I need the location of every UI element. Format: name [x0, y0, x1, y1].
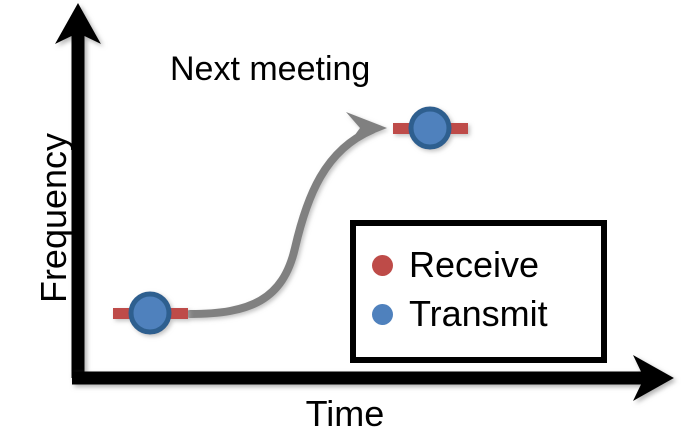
x-axis-label: Time: [305, 393, 385, 434]
transmit-dot: [408, 106, 452, 150]
legend-transmit-dot-icon: [372, 303, 393, 325]
transmit-dot: [128, 291, 172, 335]
data-marker-slot-1: [113, 291, 188, 335]
legend-item-receive: Receive: [372, 243, 539, 287]
legend-receive-label: Receive: [409, 244, 540, 285]
legend: Receive Transmit: [350, 220, 607, 363]
transition-arrow: [186, 112, 387, 318]
y-axis: [55, 3, 101, 378]
x-axis: [72, 355, 674, 401]
legend-receive-dot-icon: [372, 254, 393, 276]
data-marker-slot-2: [393, 106, 468, 150]
annotation-next-meeting: Next meeting: [170, 50, 371, 88]
legend-item-transmit: Transmit: [372, 292, 548, 336]
legend-transmit-label: Transmit: [409, 293, 548, 334]
y-axis-label: Frequency: [33, 132, 74, 304]
